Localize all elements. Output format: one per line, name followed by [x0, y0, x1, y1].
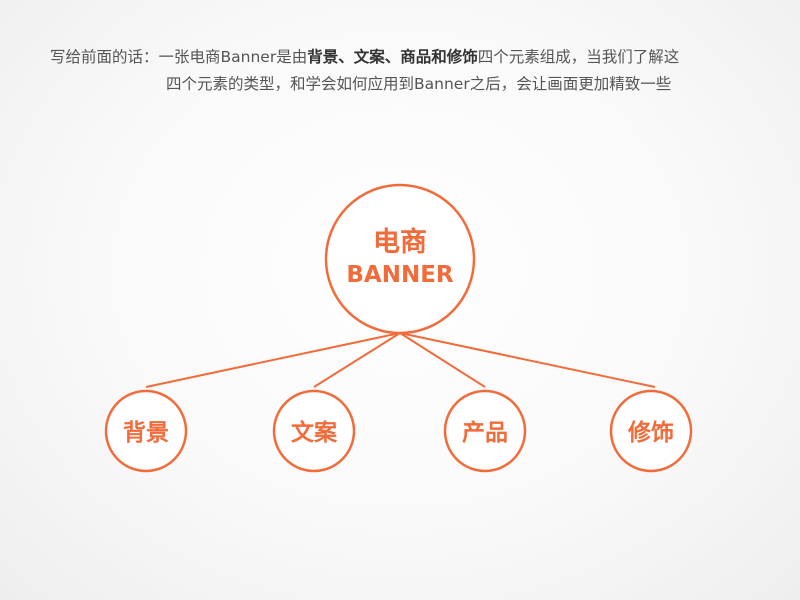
- connector-line-decoration: [399, 332, 656, 388]
- child-node-decoration: 修饰: [609, 389, 693, 473]
- connector-line-copy: [313, 332, 401, 388]
- child-node-copy: 文案: [272, 389, 356, 473]
- intro-prefix: 写给前面的话：一张电商Banner是由: [50, 48, 308, 66]
- intro-line-1: 写给前面的话：一张电商Banner是由背景、文案、商品和修饰四个元素组成，当我们…: [50, 46, 679, 68]
- child-label-copy: 文案: [291, 419, 338, 446]
- child-label-product: 产品: [462, 419, 508, 446]
- child-circle-decoration: [609, 389, 693, 473]
- child-circle-background: [104, 389, 188, 473]
- connector-line-product: [399, 332, 486, 388]
- root-label-line-1: 电商: [373, 227, 427, 258]
- child-node-product: 产品: [443, 389, 527, 473]
- intro-line-2: 四个元素的类型，和学会如何应用到Banner之后，会让画面更加精致一些: [166, 75, 672, 93]
- connector-lines: [145, 332, 656, 388]
- root-circle: [324, 183, 476, 335]
- intro-suffix: 四个元素组成，当我们了解这: [477, 48, 680, 66]
- root-label-line-2: BANNER: [346, 262, 454, 288]
- child-circle-copy: [272, 389, 356, 473]
- intro-highlight: 背景、文案、商品和修饰: [307, 48, 478, 66]
- connector-line-background: [145, 332, 401, 388]
- child-label-background: 背景: [123, 420, 169, 446]
- child-circle-product: [443, 389, 527, 473]
- child-label-decoration: 修饰: [627, 419, 674, 446]
- root-node: 电商 BANNER: [324, 183, 476, 335]
- child-node-background: 背景: [104, 389, 188, 473]
